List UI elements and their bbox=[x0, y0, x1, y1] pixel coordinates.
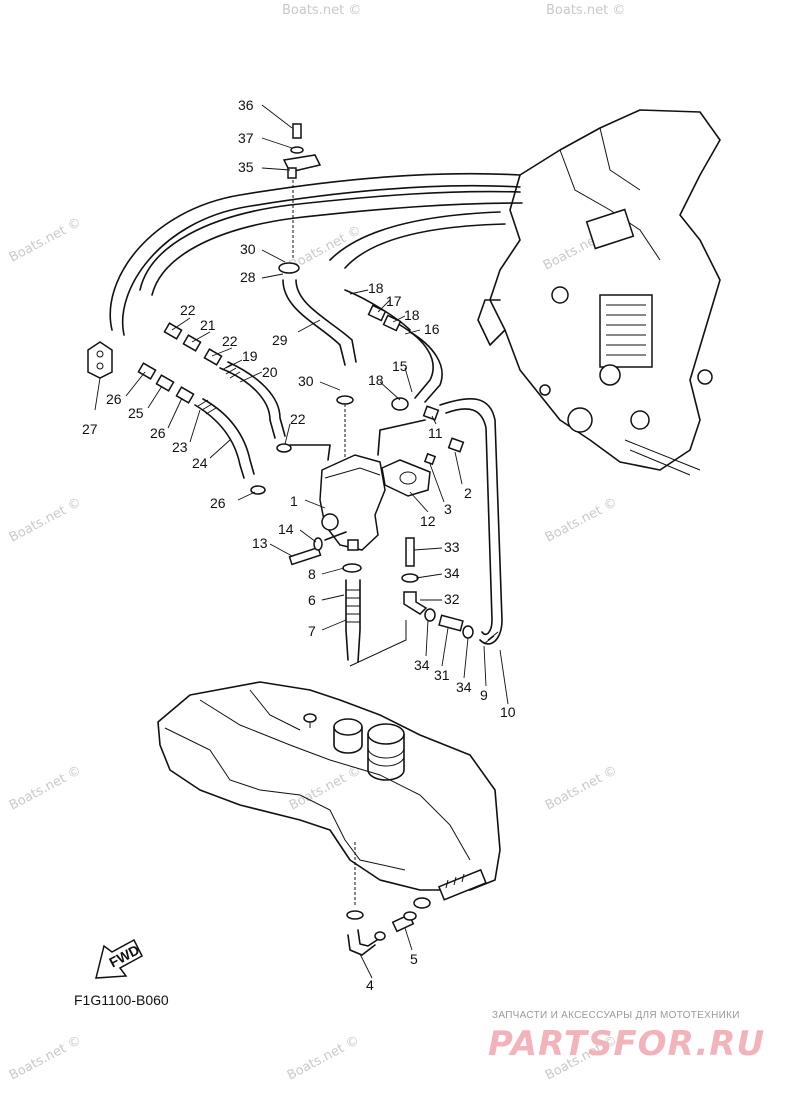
callout: 18 bbox=[404, 307, 420, 323]
callout: 9 bbox=[480, 687, 488, 703]
callout: 3 bbox=[444, 501, 452, 517]
bolt-13 bbox=[288, 531, 347, 566]
callout: 7 bbox=[308, 623, 316, 639]
callout: 34 bbox=[414, 657, 430, 673]
callout: 16 bbox=[424, 321, 440, 337]
figure-code: F1G1100-B060 bbox=[74, 992, 169, 1008]
callout: 18 bbox=[368, 280, 384, 296]
callout: 2 bbox=[464, 485, 472, 501]
callout: 23 bbox=[172, 439, 188, 455]
callout: 28 bbox=[240, 269, 256, 285]
callout: 26 bbox=[210, 495, 226, 511]
watermark: Boats.net © bbox=[287, 763, 364, 813]
callout: 4 bbox=[366, 977, 374, 993]
fuel-tank bbox=[157, 681, 501, 909]
callout: 37 bbox=[238, 130, 254, 146]
callout: 21 bbox=[200, 317, 216, 333]
callout: 12 bbox=[420, 513, 436, 529]
fwd-arrow: FWD bbox=[95, 938, 143, 979]
callout: 20 bbox=[262, 364, 278, 380]
fuel-pump bbox=[289, 395, 465, 551]
callout: 33 bbox=[444, 539, 460, 555]
callout: 22 bbox=[290, 411, 306, 427]
callout: 1 bbox=[290, 493, 298, 509]
watermark: Boats.net © bbox=[285, 1033, 362, 1083]
callout-labels: 36 37 35 30 28 22 21 22 19 20 29 18 17 1… bbox=[82, 97, 516, 993]
callout: 11 bbox=[428, 425, 443, 441]
callout: 26 bbox=[150, 425, 166, 441]
left-hoses bbox=[87, 322, 292, 495]
watermark: Boats.net © bbox=[546, 3, 625, 18]
watermark: Boats.net © bbox=[7, 215, 84, 265]
callout: 10 bbox=[500, 704, 516, 720]
callout: 6 bbox=[308, 592, 316, 608]
watermark: Boats.net © bbox=[7, 1033, 84, 1083]
callout: 35 bbox=[238, 159, 254, 175]
callout: 27 bbox=[82, 421, 98, 437]
callout: 25 bbox=[128, 405, 144, 421]
callout: 24 bbox=[192, 455, 208, 471]
callout: 17 bbox=[386, 293, 402, 309]
callout: 19 bbox=[242, 348, 258, 364]
callout: 22 bbox=[180, 302, 196, 318]
watermark: Boats.net © bbox=[282, 3, 361, 18]
callout: 15 bbox=[392, 358, 408, 374]
callout: 18 bbox=[368, 372, 384, 388]
drain-parts bbox=[346, 910, 417, 956]
callout: 22 bbox=[222, 333, 238, 349]
fuel-lines bbox=[109, 172, 523, 336]
callout: 26 bbox=[106, 391, 122, 407]
hose-29 bbox=[278, 262, 443, 411]
callout: 5 bbox=[410, 951, 418, 967]
bracket-assembly bbox=[282, 123, 322, 260]
callout: 14 bbox=[278, 521, 294, 537]
callout: 30 bbox=[298, 373, 314, 389]
watermark: Boats.net © bbox=[543, 763, 620, 813]
hose-10 bbox=[439, 398, 503, 645]
brand-logo: PARTSFOR.RU bbox=[488, 1024, 766, 1064]
engine-block bbox=[477, 109, 721, 476]
brand-tagline: ЗАПЧАСТИ И АКСЕССУАРЫ ДЛЯ МОТОТЕХНИКИ bbox=[492, 1010, 740, 1021]
lower-fittings bbox=[342, 537, 474, 667]
callout: 30 bbox=[240, 241, 256, 257]
callout: 34 bbox=[444, 565, 460, 581]
callout: 13 bbox=[252, 535, 268, 551]
callout: 29 bbox=[272, 332, 288, 348]
watermark: Boats.net © bbox=[7, 763, 84, 813]
callout: 8 bbox=[308, 566, 316, 582]
callout: 32 bbox=[444, 591, 460, 607]
leader-lines bbox=[94, 104, 509, 979]
callout: 31 bbox=[434, 667, 450, 683]
watermark: Boats.net © bbox=[7, 495, 84, 545]
watermark: Boats.net © bbox=[543, 495, 620, 545]
callout: 36 bbox=[238, 97, 254, 113]
callout: 34 bbox=[456, 679, 472, 695]
